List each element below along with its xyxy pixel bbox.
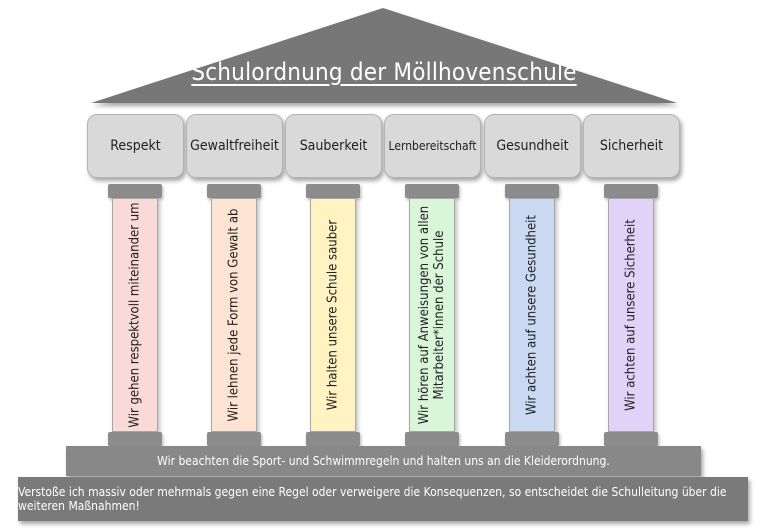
pillar-gesundheit: Wir achten auf unsere Gesundheit <box>509 198 555 432</box>
pillar-base <box>108 432 162 446</box>
pillar-lernbereitschaft: Wir hören auf Anweisungen von allen Mita… <box>409 198 455 432</box>
pillar-base <box>207 432 261 446</box>
pillar-capital <box>108 184 162 198</box>
value-box-gewaltfreiheit: Gewaltfreiheit <box>186 114 283 178</box>
pillar-text: Wir lehnen jede Form von Gewalt ab <box>226 208 242 422</box>
value-box-lernbereitschaft: Lernbereitschaft <box>384 114 481 178</box>
value-box-respekt: Respekt <box>87 114 184 178</box>
pillar-capital <box>405 184 459 198</box>
pillar-capital <box>306 184 360 198</box>
pillar-text: Wir achten auf unsere Gesundheit <box>524 215 540 415</box>
pillar-text: Wir halten unsere Schule sauber <box>325 219 341 411</box>
pillar-base <box>505 432 559 446</box>
roof <box>91 8 677 103</box>
pillar-base <box>306 432 360 446</box>
pillar-base <box>604 432 658 446</box>
pillar-capital <box>505 184 559 198</box>
foundation-step-upper: Wir beachten die Sport- und Schwimmregel… <box>66 446 701 476</box>
value-box-sicherheit: Sicherheit <box>583 114 680 178</box>
page-title: Schulordnung der Möllhovenschule <box>191 58 577 86</box>
pillar-respekt: Wir gehen respektvoll miteinander um <box>112 198 158 432</box>
value-box-sauberkeit: Sauberkeit <box>285 114 382 178</box>
pillar-gewaltfreiheit: Wir lehnen jede Form von Gewalt ab <box>211 198 257 432</box>
pillar-text: Wir hören auf Anweisungen von allen Mita… <box>417 205 447 425</box>
pillar-capital <box>604 184 658 198</box>
pillar-base <box>405 432 459 446</box>
pillar-sauberkeit: Wir halten unsere Schule sauber <box>310 198 356 432</box>
foundation-step-lower: Verstoße ich massiv oder mehrmals gegen … <box>18 477 748 521</box>
pillar-sicherheit: Wir achten auf unsere Sicherheit <box>608 198 654 432</box>
pillar-text: Wir gehen respektvoll miteinander um <box>127 202 143 428</box>
pillar-text: Wir achten auf unsere Sicherheit <box>623 219 639 411</box>
value-box-gesundheit: Gesundheit <box>484 114 581 178</box>
pillar-capital <box>207 184 261 198</box>
